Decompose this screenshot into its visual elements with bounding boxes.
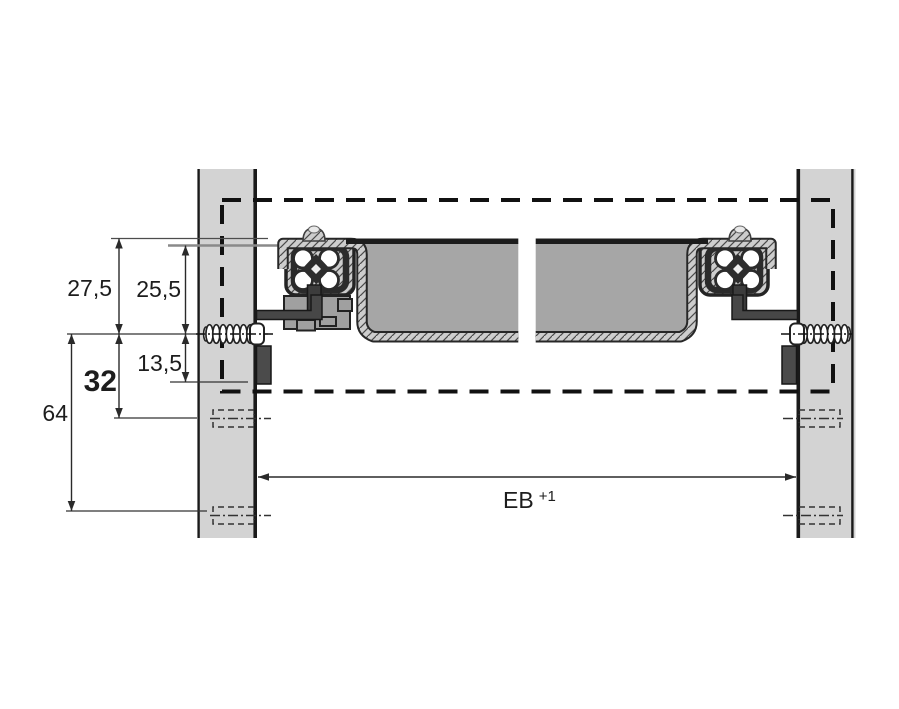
reference-lines bbox=[66, 237, 285, 512]
right-adjustment-screw-dome bbox=[728, 225, 752, 242]
dimension-label-eb: EB+1 bbox=[503, 487, 556, 513]
dimension-label-25-5: 25,5 bbox=[136, 276, 181, 302]
right-runner-hook bbox=[731, 284, 799, 385]
left-wall-pad bbox=[255, 345, 272, 385]
right-wall-pad bbox=[781, 345, 798, 385]
dimension-label-27-5: 27,5 bbox=[67, 275, 112, 301]
dimension-64 bbox=[67, 334, 76, 511]
right-euro-screw bbox=[781, 322, 852, 346]
drawer-bottom-panel-right bbox=[535, 237, 777, 343]
dimension-27-5 bbox=[115, 238, 123, 334]
right-cabinet-panel bbox=[796, 169, 856, 538]
left-euro-screw bbox=[196, 322, 273, 346]
left-panel-hole-markers bbox=[210, 409, 271, 525]
right-panel-hole-markers bbox=[783, 409, 843, 525]
dimension-label-13-5: 13,5 bbox=[137, 350, 182, 376]
dimension-13-5 bbox=[181, 334, 190, 382]
dimension-label-32: 32 bbox=[84, 365, 117, 398]
dimension-label-64: 64 bbox=[42, 400, 68, 426]
left-adjustment-screw-dome bbox=[302, 225, 326, 242]
left-runner-flange bbox=[255, 294, 323, 321]
right-runner-flange bbox=[731, 294, 799, 321]
dimension-25-5 bbox=[181, 245, 190, 334]
dimension-eb bbox=[258, 473, 796, 481]
left-cabinet-panel bbox=[197, 169, 257, 538]
left-runner-hook bbox=[255, 284, 323, 385]
drawer-bottom-panel-left bbox=[277, 237, 519, 343]
dimension-32 bbox=[115, 334, 123, 418]
